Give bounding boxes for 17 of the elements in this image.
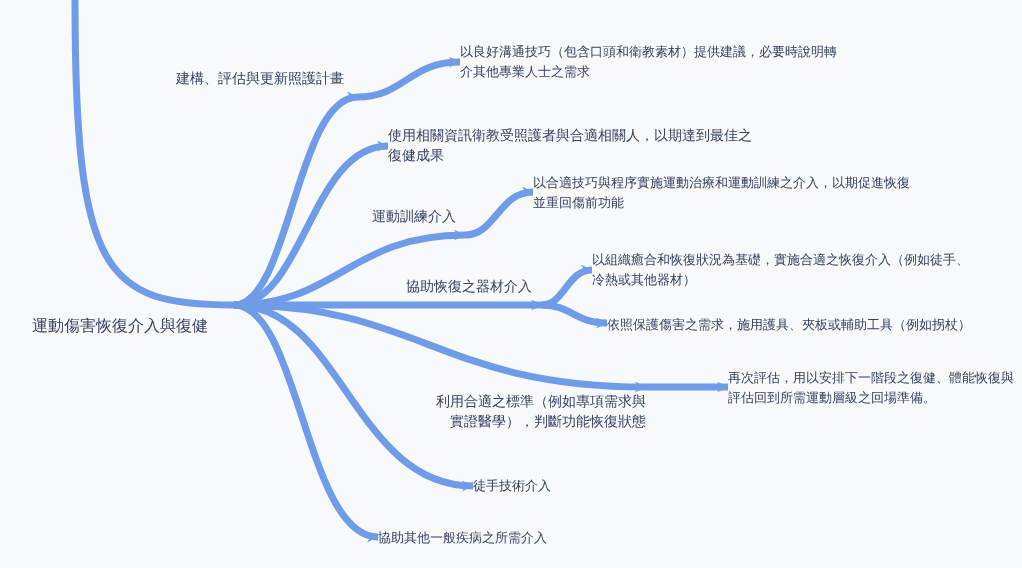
branch-label: 以合適技巧與程序實施運動治療和運動訓練之介入，以期促進恢復並重回傷前功能 (533, 174, 911, 212)
branch-label: 以組織癒合和恢復狀況為基礎，實施合適之恢復介入（例如徒手、冷熱或其他器材） (592, 251, 970, 289)
topic-label: 運動傷害恢復介入與復健 (32, 316, 209, 336)
branch-line (71, 0, 235, 309)
branch-label: 建構、評估與更新照護計畫 (176, 69, 345, 88)
branch-arrow (357, 57, 461, 101)
branch-label: 再次評估，用以安排下一階段之復健、體能恢復與評估回到所需運動層級之回場準備。 (728, 369, 1015, 407)
branch-label: 利用合適之標準（例如專項需求與實證醫學），判斷功能恢復狀態 (435, 392, 646, 431)
branch-label: 徒手技術介入 (473, 477, 552, 495)
branch-label: 運動訓練介入 (372, 207, 457, 226)
branch-label: 協助恢復之器材介入 (406, 277, 533, 296)
branch-label: 使用相關資訊衛教受照護者與合適相關人，以期達到最佳之復健成果 (388, 126, 753, 165)
branch-arrow (541, 301, 608, 328)
branch-label: 以良好溝通技巧（包含口頭和衛教素材）提供建議，必要時說明轉介其他專業人士之需求 (460, 43, 838, 81)
branch-label: 協助其他一般疾病之所需介入 (378, 529, 548, 547)
branch-label: 依照保護傷害之需求，施用護具、夾板或輔助工具（例如拐杖） (607, 316, 972, 334)
branch-arrow (464, 187, 534, 239)
